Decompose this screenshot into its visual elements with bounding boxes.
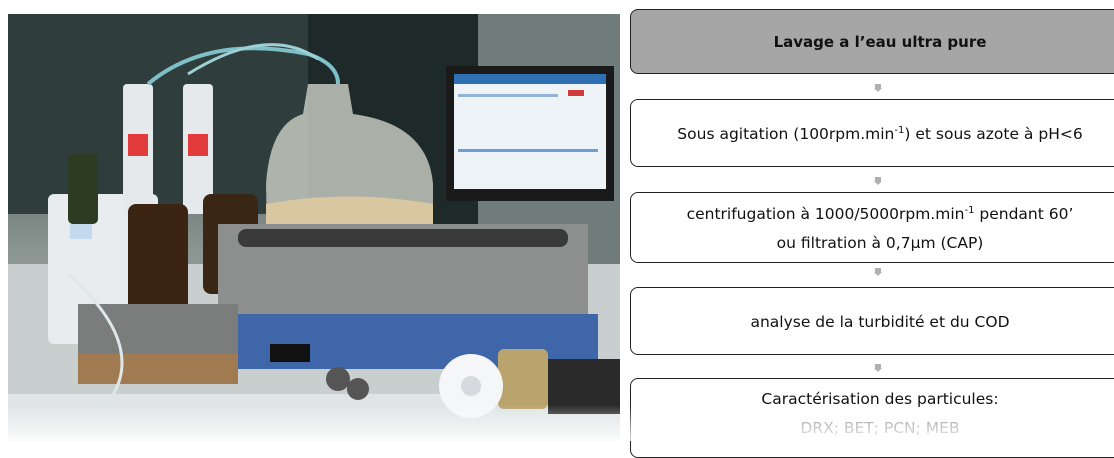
step-characterization-line1: Caractérisation des particules: (761, 390, 999, 408)
step-characterization: Caractérisation des particules: DRX; BET… (630, 378, 1114, 458)
step-agitation: Sous agitation (100rpm.min-1) et sous az… (630, 99, 1114, 167)
lab-setup-photo (8, 14, 620, 441)
tape-dispenser (498, 349, 548, 409)
arrow-down-icon (874, 177, 882, 185)
keyboard (548, 359, 620, 414)
step-analysis-label: analyse de la turbidité et du COD (750, 313, 1010, 331)
arrow-down-icon (874, 268, 882, 276)
reagent-bottle (128, 204, 188, 324)
step-agitation-label: Sous agitation (100rpm.min-1) et sous az… (677, 124, 1083, 143)
step-washing: Lavage a l’eau ultra pure (630, 9, 1114, 74)
step-centrifugation: centrifugation à 1000/5000rpm.min-1 pend… (630, 192, 1114, 263)
step-characterization-line2: DRX; BET; PCN; MEB (800, 419, 960, 437)
step-centrifugation-line1: centrifugation à 1000/5000rpm.min-1 pend… (686, 204, 1074, 223)
arrow-down-icon (874, 84, 882, 92)
step-centrifugation-line2: ou filtration à 0,7µm (CAP) (776, 234, 984, 252)
step-washing-label: Lavage a l’eau ultra pure (773, 33, 987, 51)
step-analysis: analyse de la turbidité et du COD (630, 287, 1114, 355)
arrow-down-icon (874, 364, 882, 372)
lab-photo-drawing (8, 14, 620, 441)
